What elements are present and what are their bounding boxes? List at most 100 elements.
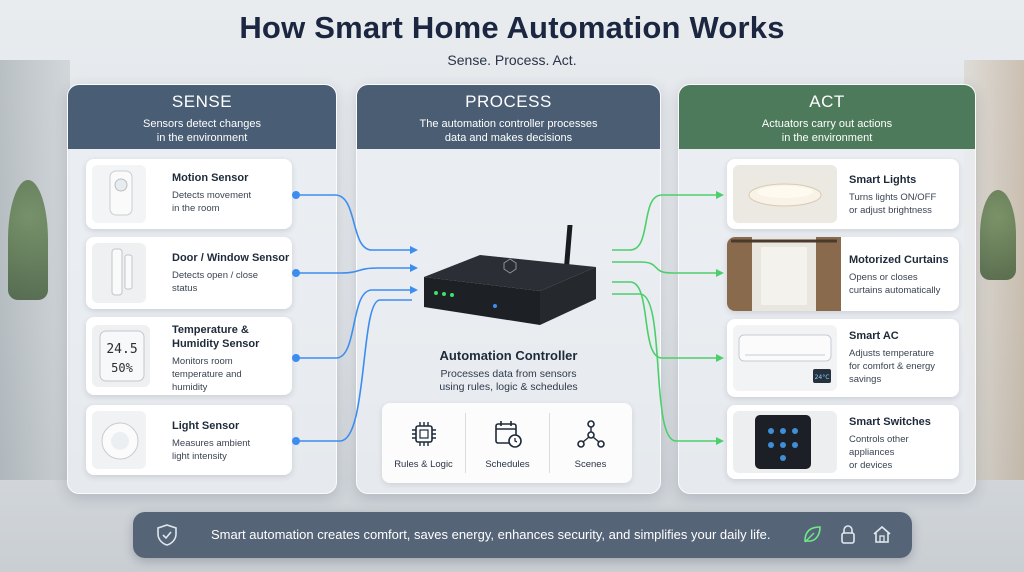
actuator-name: Smart Switches: [849, 416, 931, 428]
sense-description: Sensors detect changes in the environmen…: [68, 117, 336, 145]
door-window-sensor-card[interactable]: Door / Window Sensor Detects open / clos…: [86, 237, 292, 309]
footer-banner: Smart automation creates comfort, saves …: [133, 512, 912, 558]
lock-icon: [837, 523, 859, 550]
sensor-name: Temperature &Humidity Sensor: [172, 324, 260, 350]
curtain-icon: [731, 239, 837, 305]
output-arrowheads: [716, 191, 724, 445]
switch-panel-icon: [755, 415, 811, 469]
sensor-name: Door / Window Sensor: [172, 252, 290, 264]
ceiling-light-icon: [748, 183, 822, 207]
sense-dot: [292, 191, 300, 199]
door-window-sensor-image: [92, 243, 146, 303]
light-sensor-icon: [101, 422, 139, 460]
arrow-head: [410, 246, 418, 254]
network-icon: [577, 420, 605, 448]
temperature-humidity-sensor-card[interactable]: 24.5 50% Temperature &Humidity Sensor Mo…: [86, 317, 292, 395]
plant-decoration: [980, 190, 1016, 280]
act-title: ACT: [809, 92, 845, 111]
input-wire: [296, 299, 412, 442]
process-title: PROCESS: [465, 92, 552, 111]
input-wires: [296, 194, 412, 442]
sense-panel: SENSE Sensors detect changes in the envi…: [67, 84, 337, 494]
air-conditioner-icon: 24°C: [738, 334, 832, 383]
motion-sensor-icon: [109, 170, 133, 216]
smart-switch-image: [733, 411, 837, 473]
thermometer-image: 24.5 50%: [92, 325, 150, 387]
input-arrowheads: [410, 246, 418, 294]
actuator-name: Motorized Curtains: [849, 254, 949, 266]
output-wire: [612, 281, 716, 359]
sense-dot: [292, 269, 300, 277]
input-wire: [296, 194, 412, 251]
arrow-head: [716, 354, 724, 362]
sense-desc-line: Sensors detect changes: [142, 118, 262, 130]
feature-label: Schedules: [485, 459, 530, 470]
feature-divider: [549, 413, 550, 473]
connection-dots: [292, 191, 300, 445]
process-description: The automation controller processes data…: [419, 118, 598, 144]
feature-scenes[interactable]: Scenes: [549, 403, 632, 483]
output-wire: [612, 261, 716, 274]
output-wires: [612, 194, 716, 442]
sensor-name: Light Sensor: [172, 420, 240, 432]
home-icon: [871, 523, 893, 550]
page-subtitle: Sense. Process. Act.: [447, 52, 577, 68]
feature-rules-logic[interactable]: Rules & Logic: [382, 403, 465, 483]
sense-dot: [292, 437, 300, 445]
act-header: ACT Actuators carry out actions in the e…: [679, 85, 975, 149]
controller-title: Automation Controller: [439, 348, 578, 363]
router-icon: [424, 222, 596, 325]
smart-lights-image: [733, 165, 837, 223]
leaf-icon: [801, 523, 823, 550]
curtains-image: [727, 237, 841, 311]
actuator-name: Smart AC: [849, 330, 899, 342]
output-wire: [612, 194, 716, 251]
ac-temp-display: 24°C: [815, 374, 830, 381]
feature-label: Rules & Logic: [394, 459, 453, 470]
calendar-clock-icon: [495, 421, 522, 448]
sense-dot: [292, 354, 300, 362]
actuator-name: Smart Lights: [849, 174, 917, 186]
motion-sensor-image: [92, 165, 146, 223]
arrow-head: [410, 264, 418, 272]
sense-header: SENSE Sensors detect changes in the envi…: [68, 85, 336, 149]
feature-schedules[interactable]: Schedules: [466, 403, 549, 483]
arrow-head: [410, 286, 418, 294]
process-header: PROCESS The automation controller proces…: [357, 85, 660, 149]
input-wire: [296, 289, 412, 359]
arrow-head: [716, 269, 724, 277]
automation-controller-device[interactable]: [420, 222, 600, 335]
thermo-hygrometer-icon: 24.5 50%: [99, 330, 145, 382]
chip-icon: [412, 422, 436, 446]
input-wire: [296, 267, 412, 274]
act-description: Actuators carry out actions in the envir…: [761, 118, 893, 144]
controller-features: Rules & Logic Schedules Scenes: [382, 403, 632, 483]
shield-check-icon: [155, 523, 179, 552]
plant-decoration: [8, 180, 48, 300]
sense-title: SENSE: [171, 92, 233, 111]
light-sensor-image: [92, 411, 146, 469]
smart-ac-image: 24°C: [733, 325, 837, 391]
thermo-humidity-readout: 50%: [111, 361, 133, 375]
feature-divider: [465, 413, 466, 473]
footer-message: Smart automation creates comfort, saves …: [211, 527, 771, 542]
sense-desc-line: in the environment: [156, 132, 248, 144]
act-panel: ACT Actuators carry out actions in the e…: [678, 84, 976, 494]
sensor-name: Motion Sensor: [172, 172, 249, 184]
